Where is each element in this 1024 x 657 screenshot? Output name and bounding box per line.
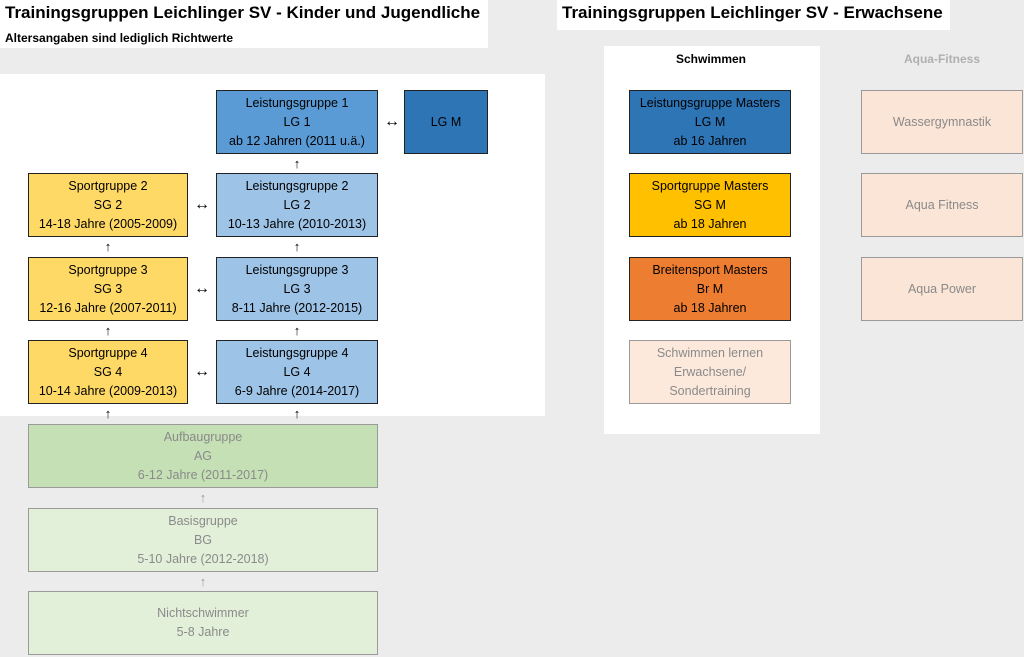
box-line: Sportgruppe 4	[68, 345, 148, 360]
box-line: Leistungsgruppe 2	[245, 178, 349, 193]
box-line: Leistungsgruppe 4	[245, 345, 349, 360]
box-line: Aufbaugruppe	[163, 429, 243, 444]
group-box-aqua-fitness: Aqua Fitness	[861, 173, 1023, 237]
box-line: AG	[193, 448, 213, 463]
group-box-lg2: Leistungsgruppe 2 LG 2 10-13 Jahre (2010-2…	[216, 173, 378, 237]
box-line: Wassergymnastik	[892, 114, 992, 129]
up-arrow-ns-to-bg: ↑	[199, 574, 207, 589]
column-heading-aqua-fitness: Aqua-Fitness	[903, 52, 980, 66]
up-arrow-sg3-to-sg2: ↑	[104, 239, 112, 254]
up-arrow-lg4-to-lg3: ↑	[293, 323, 301, 338]
box-line: Aqua Power	[907, 281, 977, 296]
bidirectional-arrow-sg3-lg3: ↔	[194, 280, 210, 297]
box-line: SG 4	[93, 364, 123, 379]
box-line: BG	[193, 532, 213, 547]
box-line: 14-18 Jahre (2005-2009)	[38, 216, 178, 231]
box-line: LG M	[430, 114, 462, 129]
box-line: 10-13 Jahre (2010-2013)	[227, 216, 367, 231]
box-line: Nichtschwimmer	[157, 606, 249, 620]
group-box-breitensport-masters: Breitensport Masters Br M ab 18 Jahren	[629, 257, 791, 321]
left-title: Trainingsgruppen Leichlinger SV - Kinder…	[5, 3, 481, 22]
left-title-panel	[0, 0, 488, 48]
group-box-wassergymnastik: Wassergymnastik	[861, 90, 1023, 154]
box-line: Leistungsgruppe 3	[245, 262, 349, 277]
box-line: LG 3	[283, 281, 311, 296]
box-line: Sportgruppe 2	[68, 178, 148, 193]
box-line: Erwachsene/	[673, 364, 747, 379]
box-line: Schwimmen lernen	[656, 345, 764, 360]
up-arrow-ag-to-lg4: ↑	[293, 406, 301, 421]
up-arrow-ag-to-sg4: ↑	[104, 406, 112, 421]
box-line: 5-8 Jahre	[176, 625, 230, 639]
box-line: Leistungsgruppe 1	[245, 95, 349, 110]
box-line: ab 18 Jahren	[673, 300, 747, 315]
box-line: LG 4	[283, 364, 311, 379]
box-line: 6-9 Jahre (2014-2017)	[234, 383, 360, 398]
bidirectional-arrow-lg1-lgm: ↔	[384, 113, 400, 130]
bidirectional-arrow-sg2-lg2: ↔	[194, 196, 210, 213]
box-line: Aqua Fitness	[905, 197, 979, 212]
up-arrow-lg3-to-lg2: ↑	[293, 239, 301, 254]
group-box-aqua-power: Aqua Power	[861, 257, 1023, 321]
group-box-lg-m-small: LG M	[404, 90, 488, 154]
box-line: SG M	[694, 197, 726, 212]
group-box-lg3: Leistungsgruppe 3 LG 3 8-11 Jahre (2012-20…	[216, 257, 378, 321]
group-box-nichtschwimmer: Nichtschwimmer 5-8 Jahre	[28, 591, 378, 655]
box-line: ab 18 Jahren	[673, 216, 747, 231]
group-box-sg4: Sportgruppe 4 SG 4 10-14 Jahre (2009-2013)	[28, 340, 188, 404]
box-line: Sondertraining	[669, 383, 751, 398]
group-box-sportgruppe-masters: Sportgruppe Masters SG M ab 18 Jahren	[629, 173, 791, 237]
up-arrow-lg2-to-lg1: ↑	[293, 156, 301, 171]
group-box-leistungsgruppe-masters: Leistungsgruppe Masters LG M ab 16 Jahren	[629, 90, 791, 154]
group-box-sg3: Sportgruppe 3 SG 3 12-16 Jahre (2007-2011)	[28, 257, 188, 321]
box-line: Basisgruppe	[168, 513, 238, 528]
up-arrow-bg-to-ag: ↑	[199, 490, 207, 505]
box-line: Br M	[696, 281, 724, 296]
box-line: 8-11 Jahre (2012-2015)	[231, 300, 363, 315]
box-line: 5-10 Jahre (2012-2018)	[137, 551, 269, 566]
right-title-panel	[557, 0, 950, 30]
group-box-lg4: Leistungsgruppe 4 LG 4 6-9 Jahre (2014-201…	[216, 340, 378, 404]
column-heading-schwimmen: Schwimmen	[675, 52, 747, 66]
group-box-lg1: Leistungsgruppe 1 LG 1 ab 12 Jahren (2011 …	[216, 90, 378, 154]
group-box-sg2: Sportgruppe 2 SG 2 14-18 Jahre (2005-2009)	[28, 173, 188, 237]
box-line: 12-16 Jahre (2007-2011)	[39, 300, 177, 315]
box-line: LG 1	[283, 114, 311, 129]
up-arrow-sg4-to-sg3: ↑	[104, 323, 112, 338]
box-line: SG 3	[93, 281, 123, 296]
box-line: ab 16 Jahren	[673, 133, 747, 148]
left-subtitle: Altersangaben sind lediglich Richtwerte	[5, 31, 234, 45]
box-line: SG 2	[93, 197, 123, 212]
box-line: LG 2	[283, 197, 311, 212]
box-line: Breitensport Masters	[652, 262, 768, 277]
box-line: Sportgruppe 3	[68, 262, 148, 277]
box-line: 6-12 Jahre (2011-2017)	[137, 467, 269, 482]
right-title: Trainingsgruppen Leichlinger SV - Erwach…	[562, 3, 943, 22]
box-line: LG M	[694, 114, 726, 129]
box-line: Leistungsgruppe Masters	[639, 95, 781, 110]
box-line: 10-14 Jahre (2009-2013)	[38, 383, 178, 398]
box-line: ab 12 Jahren (2011 u.ä.)	[229, 133, 365, 148]
box-line: Sportgruppe Masters	[651, 178, 769, 193]
bidirectional-arrow-sg4-lg4: ↔	[194, 363, 210, 380]
